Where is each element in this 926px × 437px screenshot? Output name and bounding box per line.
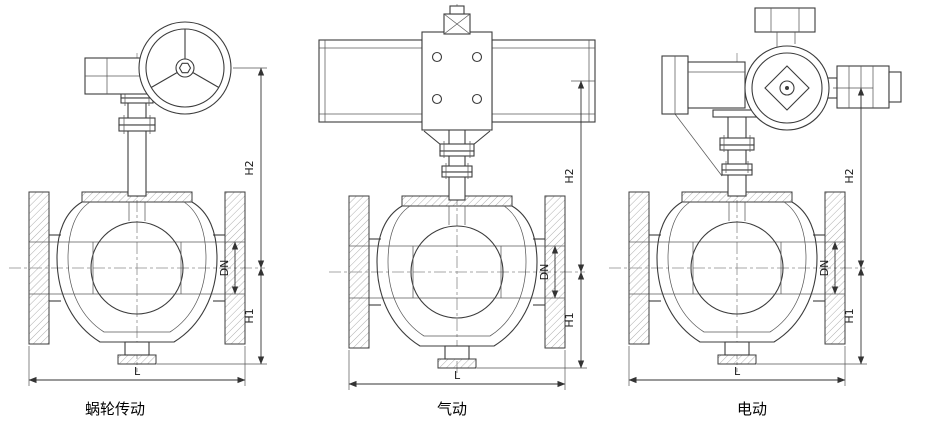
actuator-housing [687,61,746,109]
dimension-label-dn: DN [218,260,231,277]
valve-body [609,192,867,386]
figure-caption-electric: 电动 [737,400,767,418]
figure-caption-pneumatic: 气动 [437,400,467,418]
electric-motor [836,65,890,109]
dimensions: H2 DN H1 L [454,80,595,382]
dimension-label-dn: DN [538,264,551,281]
left-cylinder [318,39,423,123]
dimension-label-l: L [734,365,741,378]
electric-valve-figure: H2 DN H1 L 电动 [609,7,902,418]
center-block [421,31,493,131]
figure-caption-worm-gear: 蜗轮传动 [85,400,145,418]
pneumatic-actuator [318,5,596,201]
dimension-label-h1: H1 [243,308,256,323]
dimension-label-l: L [134,365,141,378]
dimension-label-l: L [454,369,461,382]
handwheel-icon [744,45,830,131]
worm-gear-valve-figure: H2 DN H1 L 蜗轮传动 [9,21,267,418]
dimension-label-h1: H1 [843,308,856,323]
dimension-label-h2: H2 [563,168,576,183]
dimensions: H2 DN H1 L [134,67,267,378]
dimension-label-h2: H2 [843,168,856,183]
worm-gear-actuator [84,21,232,197]
dimension-label-h2: H2 [243,160,256,175]
dimension-label-h1: H1 [563,312,576,327]
dimension-label-dn: DN [818,260,831,277]
terminal-box [754,7,816,33]
electric-actuator [661,7,902,197]
handwheel-icon [138,21,232,115]
dimensions: H2 DN H1 L [734,87,873,378]
valve-body [9,192,267,386]
valve-body [329,196,587,390]
pneumatic-valve-figure: H2 DN H1 L 气动 [318,4,596,418]
